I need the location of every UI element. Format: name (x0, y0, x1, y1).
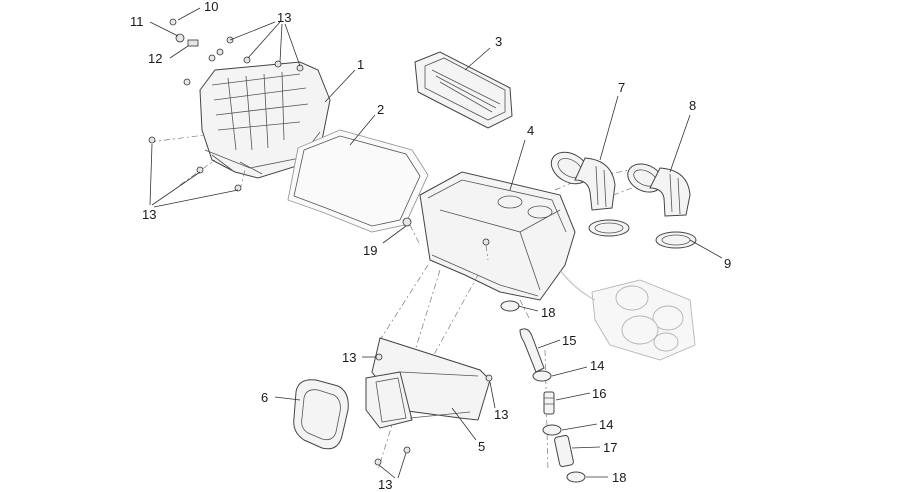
callout-19: 19 (363, 243, 377, 258)
callout-16: 16 (592, 386, 606, 401)
callout-18-lower: 18 (612, 470, 626, 485)
callout-14-upper: 14 (590, 358, 604, 373)
intake-elbow-2-part (627, 163, 691, 217)
callout-6: 6 (261, 390, 268, 405)
callout-13-mid: 13 (342, 350, 356, 365)
callout-11: 11 (130, 14, 144, 29)
throttle-body-ghost (559, 269, 696, 361)
drain-valve-part (543, 391, 555, 415)
callout-13-bottom: 13 (378, 477, 392, 492)
callout-4: 4 (527, 123, 534, 138)
callout-5: 5 (478, 439, 485, 454)
drain-hose-part (519, 328, 545, 373)
intake-elbow-1-part (550, 151, 616, 211)
callout-18-upper: 18 (541, 305, 555, 320)
callout-17: 17 (603, 440, 617, 455)
duct-seal-part (293, 379, 349, 450)
callout-13-left: 13 (142, 207, 156, 222)
callout-13-top: 13 (277, 10, 291, 25)
air-filter-part (414, 51, 513, 129)
intake-duct-part (365, 337, 491, 429)
callout-9: 9 (724, 256, 731, 271)
callout-7: 7 (618, 80, 625, 95)
callout-13-right: 13 (494, 407, 508, 422)
gasket-part (287, 129, 429, 233)
callout-14-lower: 14 (599, 417, 613, 432)
airbox-body-part (419, 171, 576, 301)
callouts: 10 11 12 13 1 3 2 4 7 8 9 13 19 18 15 13… (130, 0, 731, 492)
callout-1: 1 (357, 57, 364, 72)
leader-lines (149, 7, 723, 479)
screws (148, 18, 493, 466)
callout-15: 15 (562, 333, 576, 348)
hose-clamps-part (588, 219, 697, 249)
drain-cap-part (554, 434, 574, 468)
callout-8: 8 (689, 98, 696, 113)
callout-3: 3 (495, 34, 502, 49)
hose-clip-part (500, 300, 586, 483)
callout-10: 10 (204, 0, 218, 14)
callout-12: 12 (148, 51, 162, 66)
callout-2: 2 (377, 102, 384, 117)
